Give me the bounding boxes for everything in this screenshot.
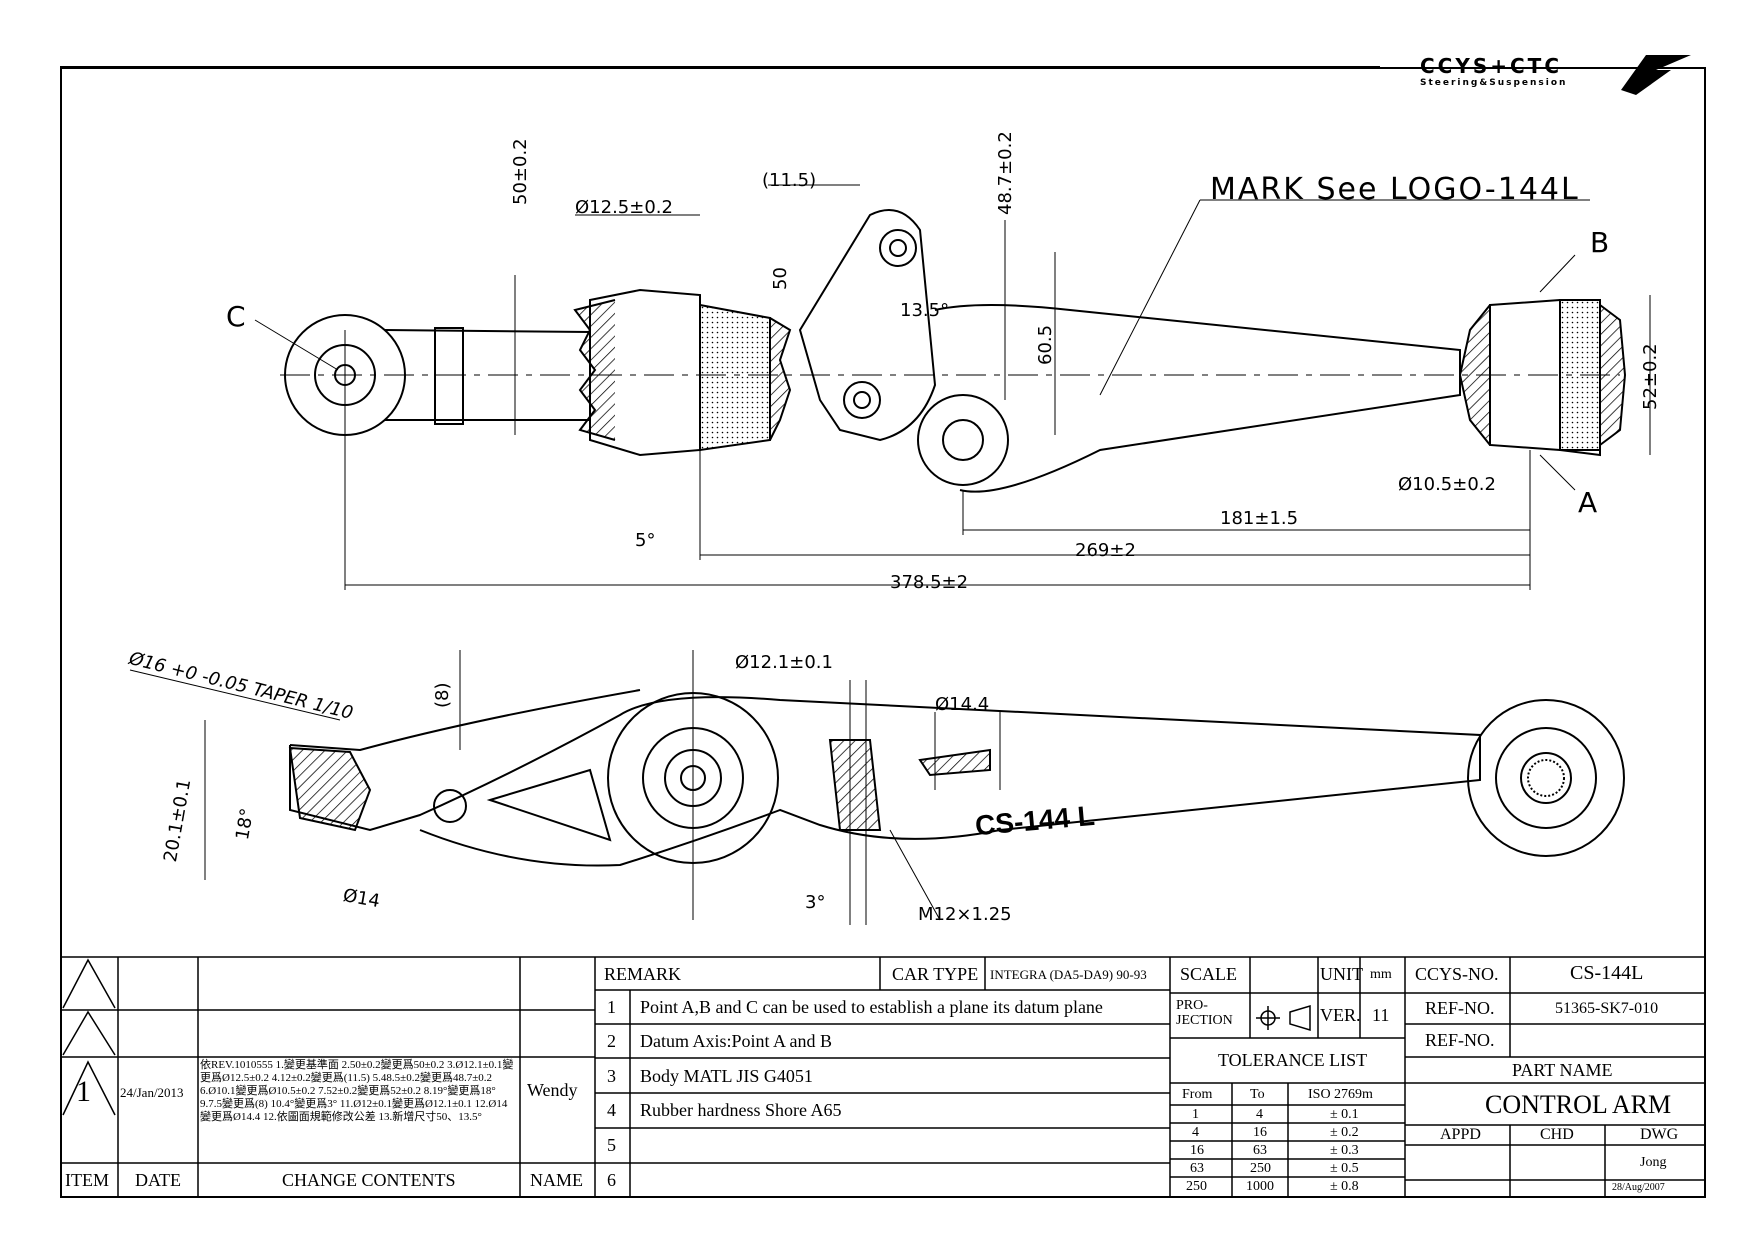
side-view	[288, 689, 1625, 867]
tol-header-from: From	[1182, 1087, 1213, 1102]
logo-wing-icon	[1621, 55, 1691, 95]
remark-text-1: Point A,B and C can be used to establish…	[640, 997, 1103, 1017]
company-logo: CCYS+CTC Steering&Suspension	[1420, 50, 1700, 100]
appd-label: APPD	[1440, 1126, 1481, 1143]
tol-to-4: 250	[1250, 1161, 1271, 1176]
ver-value: 11	[1372, 1005, 1390, 1025]
dim-11-5: (11.5)	[762, 170, 817, 191]
tol-to-1: 4	[1256, 1107, 1263, 1122]
tol-value-4: ± 0.5	[1330, 1161, 1359, 1176]
chd-label: CHD	[1540, 1126, 1574, 1143]
point-label-b: B	[1590, 226, 1610, 259]
header-date: DATE	[135, 1170, 181, 1190]
ccys-no-label: CCYS-NO.	[1415, 964, 1499, 984]
tol-value-2: ± 0.2	[1330, 1125, 1359, 1140]
remark-text-4: Rubber hardness Shore A65	[640, 1100, 842, 1120]
tolerance-title: TOLERANCE LIST	[1218, 1050, 1368, 1070]
remark-no-1: 1	[607, 997, 616, 1017]
ver-label: VER.	[1320, 1005, 1361, 1025]
dim-thread: M12×1.25	[918, 904, 1012, 925]
ref-no2-label: REF-NO.	[1425, 1030, 1495, 1050]
car-type-label: CAR TYPE	[892, 964, 979, 984]
ref-no-value: 51365-SK7-010	[1555, 1000, 1659, 1017]
remark-no-4: 4	[607, 1100, 616, 1120]
remark-no-5: 5	[607, 1135, 616, 1155]
dim-angle-3: 3°	[805, 892, 826, 913]
remark-text-2: Datum Axis:Point A and B	[640, 1031, 833, 1051]
logo-subtitle: Steering&Suspension	[1420, 78, 1568, 88]
ref-no-label: REF-NO.	[1425, 998, 1495, 1018]
ccys-no-value: CS-144L	[1570, 962, 1644, 984]
tol-header-to: To	[1250, 1087, 1265, 1102]
tol-value-3: ± 0.3	[1330, 1143, 1359, 1158]
revision-name: Wendy	[527, 1080, 578, 1100]
dim-378-5: 378.5±2	[890, 572, 969, 593]
projection-label: PRO- JECTION	[1176, 998, 1233, 1028]
point-label-a: A	[1578, 486, 1598, 519]
unit-value: mm	[1370, 967, 1392, 982]
header-change-contents: CHANGE CONTENTS	[282, 1170, 456, 1190]
revision-contents: 依REV.1010555 1.變更基準面 2.50±0.2變更爲50±0.2 3…	[200, 1059, 514, 1123]
tol-from-3: 16	[1190, 1143, 1204, 1158]
tol-from-1: 1	[1192, 1107, 1199, 1122]
dwg-label: DWG	[1640, 1126, 1679, 1143]
dim-269: 269±2	[1075, 540, 1136, 561]
tol-to-3: 63	[1253, 1143, 1267, 1158]
remark-text-3: Body MATL JIS G4051	[640, 1066, 813, 1086]
part-name-label: PART NAME	[1512, 1060, 1613, 1080]
remark-no-3: 3	[607, 1066, 616, 1086]
dwg-name: Jong	[1640, 1155, 1667, 1170]
dim-dia-10-5: Ø10.5±0.2	[1398, 474, 1496, 495]
tol-to-5: 1000	[1246, 1179, 1274, 1194]
scale-label: SCALE	[1180, 964, 1238, 984]
remark-no-6: 6	[607, 1170, 616, 1190]
dim-dia-12-1: Ø12.1±0.1	[735, 652, 833, 673]
revision-item: 1	[76, 1075, 91, 1108]
remark-no-2: 2	[607, 1031, 616, 1051]
tol-value-1: ± 0.1	[1330, 1107, 1359, 1122]
header-item: ITEM	[65, 1170, 109, 1190]
top-view-dimensions	[254, 184, 1651, 590]
tol-from-4: 63	[1190, 1161, 1204, 1176]
dim-angle-13-5: 13.5°	[900, 300, 950, 321]
top-view	[280, 209, 1627, 493]
tol-from-5: 250	[1186, 1179, 1207, 1194]
revision-date: 24/Jan/2013	[120, 1085, 184, 1100]
tol-value-5: ± 0.8	[1330, 1179, 1359, 1194]
remark-header: REMARK	[604, 964, 682, 984]
point-label-c: C	[226, 300, 246, 333]
header-name: NAME	[530, 1170, 583, 1190]
tol-from-2: 4	[1192, 1125, 1199, 1140]
dim-dia-12-5: Ø12.5±0.2	[575, 197, 673, 218]
logo-brand: CCYS+CTC	[1420, 54, 1562, 78]
car-type-value: INTEGRA (DA5-DA9) 90-93	[990, 967, 1147, 982]
tol-to-2: 16	[1253, 1125, 1267, 1140]
dwg-date: 28/Aug/2007	[1612, 1182, 1665, 1193]
unit-label: UNIT	[1320, 964, 1363, 984]
mark-note: MARK See LOGO-144L	[1210, 172, 1580, 207]
tol-header-iso: ISO 2769m	[1308, 1087, 1373, 1102]
dim-dia-14-4: Ø14.4	[935, 694, 990, 715]
dim-181: 181±1.5	[1220, 508, 1299, 529]
side-view-dimensions	[129, 650, 1001, 925]
part-name-value: CONTROL ARM	[1485, 1090, 1672, 1119]
dim-angle-5: 5°	[635, 530, 656, 551]
